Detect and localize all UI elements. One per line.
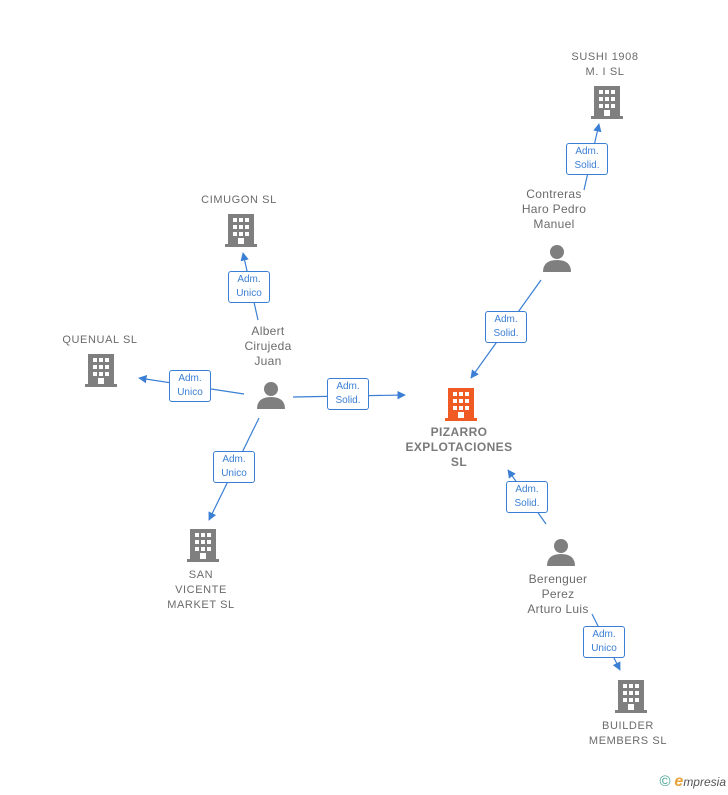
brand-logo-initial: e [674,773,684,790]
berenguer-label[interactable]: Berenguer Perez Arturo Luis [527,572,589,616]
sushi-building-icon[interactable] [591,86,623,119]
cimugon-building-icon[interactable] [225,214,257,247]
builder-building-icon[interactable] [615,680,647,713]
sushi-label[interactable]: SUSHI 1908 M. I SL [571,51,639,78]
berenguer-person-icon[interactable] [547,539,575,566]
edge-badge-albert-cimugon: Adm. Unico [228,271,270,303]
edge-badge-berenguer-pizarro: Adm. Solid. [506,481,548,513]
edge-badge-contreras-pizarro: Adm. Solid. [485,311,527,343]
sanvicente-building-icon[interactable] [187,529,219,562]
contreras-person-icon[interactable] [543,245,571,272]
sanvicente-label[interactable]: SAN VICENTE MARKET SL [167,569,235,611]
brand-logo-text: mpresia [683,775,726,789]
edge-badge-berenguer-builder: Adm. Unico [583,626,625,658]
copyright-icon: © [659,773,671,790]
edge-badge-albert-sanvicente: Adm. Unico [213,451,255,483]
edge-badge-albert-pizarro: Adm. Solid. [327,378,369,410]
contreras-label[interactable]: Contreras Haro Pedro Manuel [521,187,587,231]
quenual-label[interactable]: QUENUAL SL [62,334,138,346]
pizarro-label[interactable]: PIZARRO EXPLOTACIONES SL [405,425,513,469]
albert-person-icon[interactable] [257,382,285,409]
edge-badge-contreras-sushi: Adm. Solid. [566,143,608,175]
edge-badge-albert-quenual: Adm. Unico [169,370,211,402]
builder-label[interactable]: BUILDER MEMBERS SL [588,720,668,747]
albert-label[interactable]: Albert Cirujeda Juan [244,324,292,368]
cimugon-label[interactable]: CIMUGON SL [201,194,277,206]
footer-brand[interactable]: © empresia [659,773,726,791]
pizarro-building-icon[interactable] [445,388,477,421]
quenual-building-icon[interactable] [85,354,117,387]
